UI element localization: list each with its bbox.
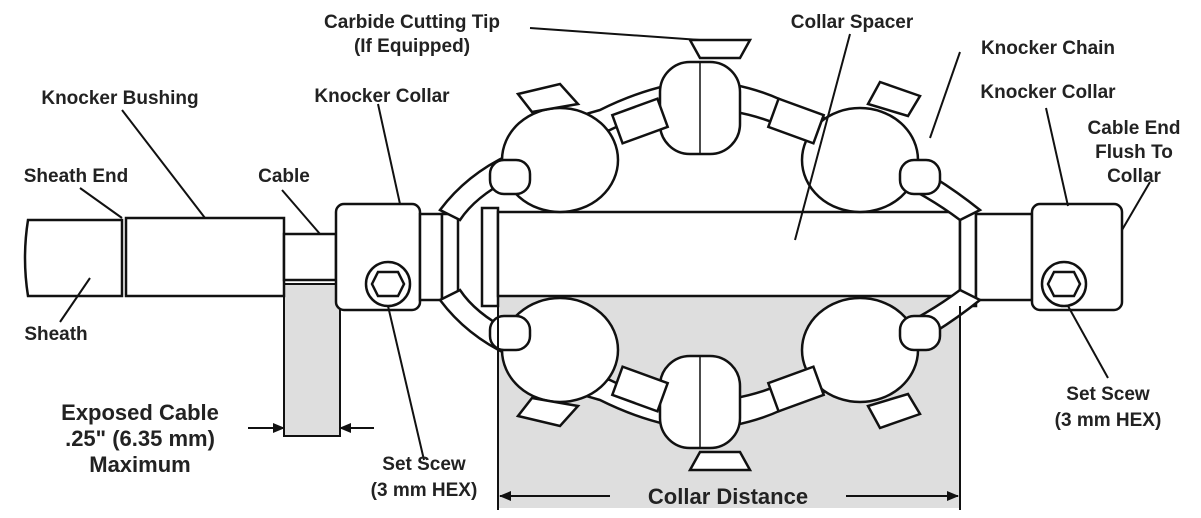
label-set-screw-left-line2: (3 mm HEX) (371, 480, 478, 501)
label-set-screw-right-line2: (3 mm HEX) (1055, 410, 1162, 431)
label-cable: Cable (258, 166, 310, 187)
knocker-chain-lower (438, 288, 983, 472)
label-knocker-collar-right: Knocker Collar (980, 82, 1116, 103)
knocker-collar-right (974, 202, 1124, 312)
label-cable-end-line1: Cable End (1088, 118, 1181, 139)
knocker-bushing (124, 216, 286, 298)
sheath (23, 218, 124, 298)
leader-knocker-bushing (121, 109, 206, 219)
label-sheath-end: Sheath End (24, 166, 129, 187)
label-collar-distance: Collar Distance (648, 484, 808, 509)
label-carbide-tip-line1: Carbide Cutting Tip (324, 12, 500, 33)
label-knocker-collar-left: Knocker Collar (314, 86, 450, 107)
leader-collar-spacer (794, 33, 851, 241)
label-knocker-bushing: Knocker Bushing (41, 88, 198, 109)
leader-cable-end (1121, 181, 1151, 231)
label-cable-end-line3: Collar (1107, 166, 1161, 187)
label-cable-end-line2: Flush To (1095, 142, 1173, 163)
knocker-chain-upper (438, 38, 983, 222)
leader-carbide-tip (529, 27, 701, 41)
collar-spacer (440, 206, 978, 308)
label-carbide-tip-line2: (If Equipped) (354, 36, 470, 57)
label-sheath: Sheath (24, 324, 87, 345)
label-set-screw-right-line1: Set Scew (1066, 384, 1150, 405)
label-set-screw-left-line1: Set Scew (382, 454, 466, 475)
label-exposed-cable-line2: .25" (6.35 mm) (65, 426, 215, 451)
leader-sheath-end (79, 187, 123, 219)
leader-knocker-collar-right (1045, 107, 1069, 207)
label-exposed-cable-line1: Exposed Cable (61, 400, 219, 425)
leader-knocker-chain (929, 51, 961, 139)
leader-set-screw-right (1067, 305, 1109, 379)
label-knocker-chain: Knocker Chain (981, 38, 1115, 59)
leader-knocker-collar-left (377, 103, 401, 205)
exposed-cable-shade (283, 283, 341, 437)
leader-cable (281, 189, 321, 235)
leader-set-screw-left (387, 305, 425, 461)
label-collar-spacer: Collar Spacer (791, 12, 914, 33)
leader-sheath (59, 277, 91, 323)
knocker-collar-left (334, 202, 444, 312)
label-exposed-cable-line3: Maximum (89, 452, 190, 477)
cable (282, 232, 338, 282)
